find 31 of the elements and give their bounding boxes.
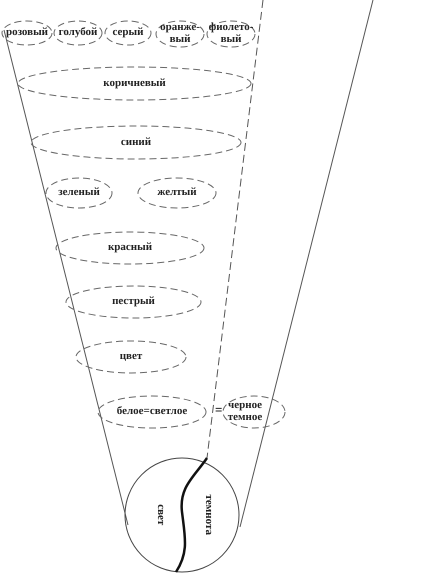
color-term: коричневый	[102, 78, 167, 90]
color-term: синий	[120, 136, 152, 148]
region-label: темнота	[202, 494, 214, 538]
dashed-ellipse	[55, 231, 205, 265]
color-term: серый	[112, 27, 144, 39]
equals-sign: =	[215, 402, 222, 418]
dashed-ellipse	[65, 285, 202, 319]
circle-node	[124, 457, 240, 573]
dashed-ellipse	[17, 66, 252, 101]
color-term: пестрый	[111, 296, 156, 308]
color-term: черное темное	[226, 400, 264, 424]
color-term: желтый	[156, 187, 198, 199]
dashed-ellipse	[45, 177, 113, 209]
color-term: фиолето-вый	[208, 22, 254, 46]
dashed-ellipse	[222, 395, 286, 429]
color-term: оранже-вый	[159, 22, 201, 46]
color-term: цвет	[118, 351, 144, 363]
dashed-ellipse	[155, 20, 205, 48]
dashed-ellipse	[30, 125, 242, 160]
color-term: розовый	[4, 27, 50, 39]
dashed-ellipse	[1, 20, 53, 46]
dashed-ellipse	[97, 395, 207, 429]
dashed-ellipse	[137, 177, 217, 209]
color-term: голубой	[58, 27, 98, 39]
color-term: белое=светлое	[116, 406, 188, 418]
dashed-ellipse	[75, 340, 187, 374]
region-label: свет	[154, 503, 166, 528]
color-term: зеленый	[57, 187, 101, 199]
color-term: красный	[106, 242, 154, 254]
dashed-ellipse	[104, 20, 152, 46]
dashed-ellipse	[53, 20, 103, 46]
